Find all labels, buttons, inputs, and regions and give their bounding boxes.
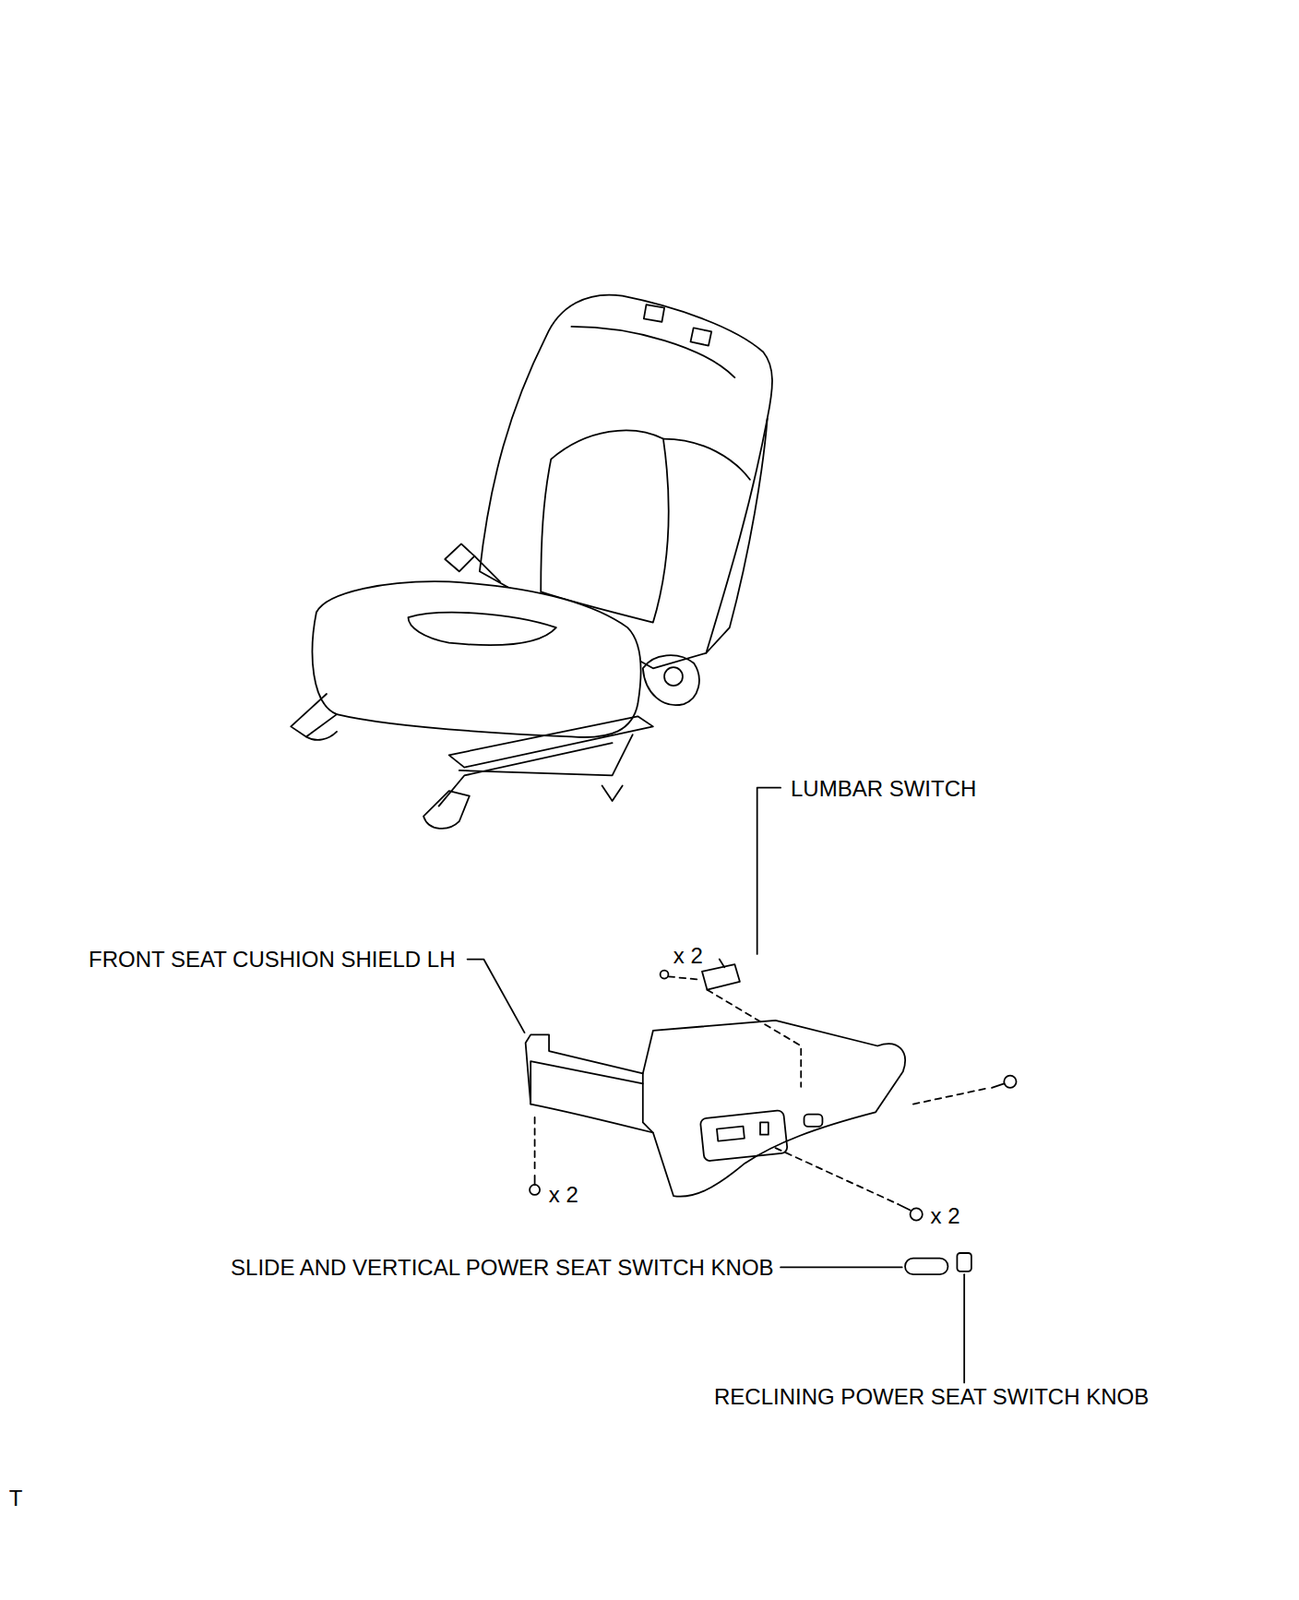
part-name: LUMBAR SWITCH: [788, 775, 978, 802]
figure-code: T: [7, 1485, 25, 1512]
part-name: FRONT SEAT CUSHION SHIELD LH: [86, 946, 457, 973]
quantity: x 2: [547, 1181, 581, 1208]
part-name: SLIDE AND VERTICAL POWER SEAT SWITCH KNO…: [228, 1254, 776, 1281]
part-name: RECLINING POWER SEAT SWITCH KNOB: [712, 1383, 1151, 1410]
quantity: x 2: [929, 1203, 963, 1229]
quantity: x 2: [671, 942, 705, 969]
